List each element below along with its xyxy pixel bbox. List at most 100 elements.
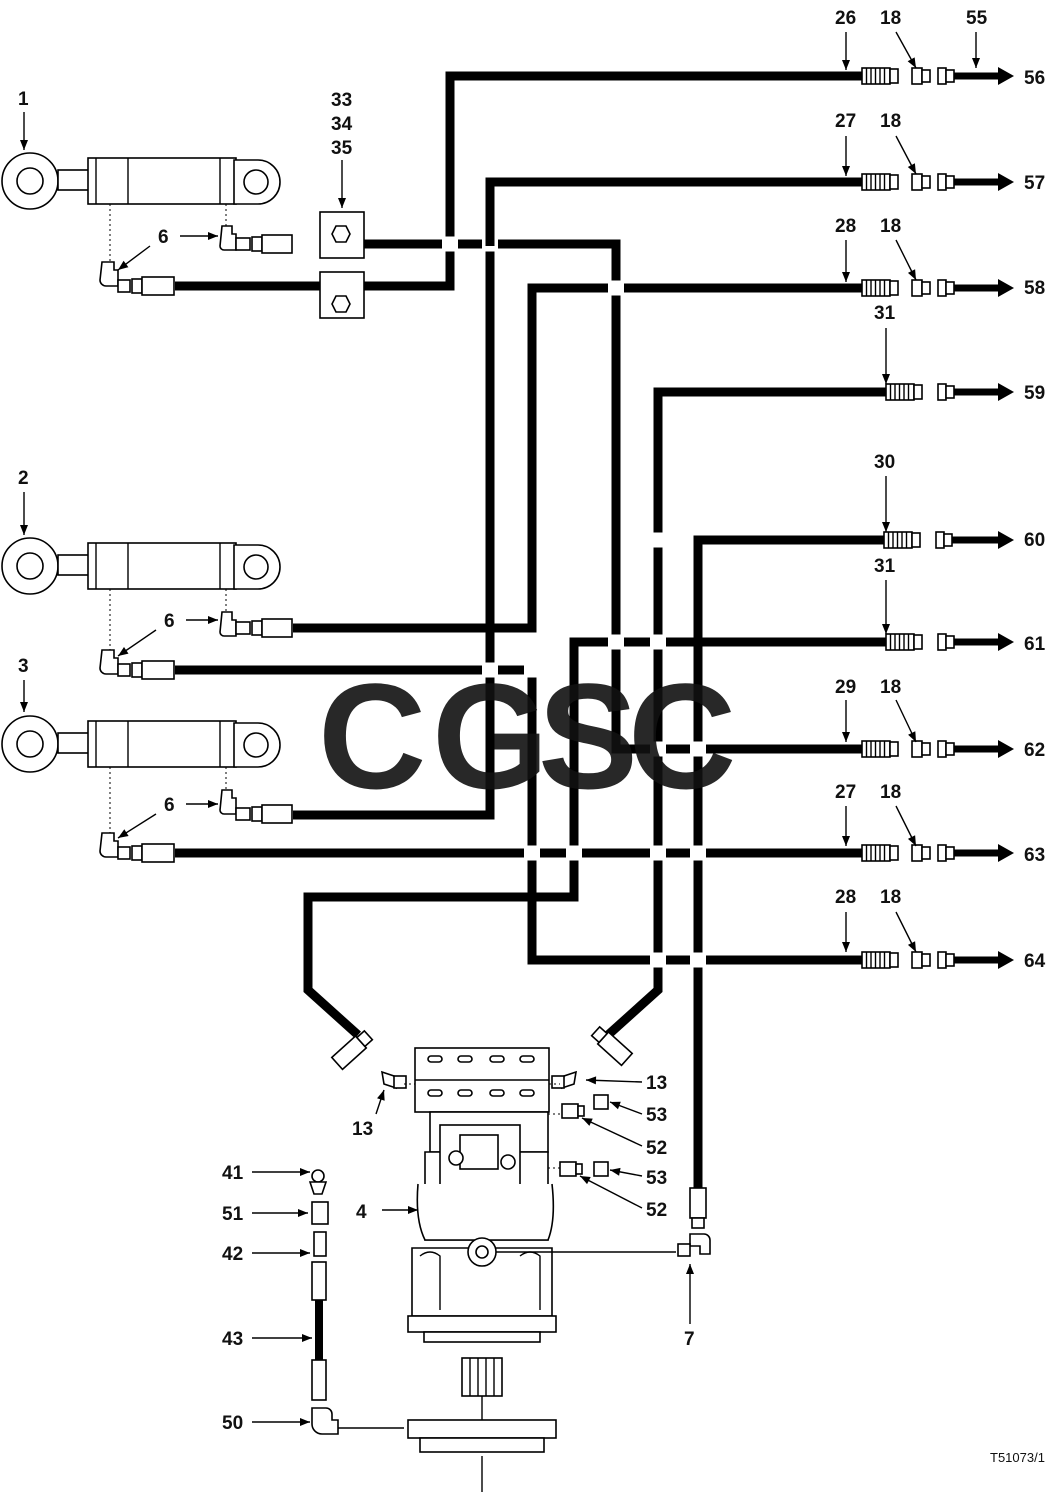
label-33: 33 <box>331 90 352 111</box>
leader-arrow-17 <box>882 328 890 384</box>
leader-arrow-31 <box>579 1175 643 1209</box>
leader-arrow-37 <box>252 1334 312 1342</box>
label-18e: 18 <box>880 782 901 803</box>
watermark-logo: C G S C <box>318 652 736 820</box>
leader-arrow-27 <box>585 1076 643 1085</box>
crossing-gaps <box>442 236 706 968</box>
label-18d: 18 <box>880 677 901 698</box>
label-58: 58 <box>1024 278 1045 299</box>
label-26: 26 <box>835 8 856 29</box>
leader-arrow-20 <box>842 700 850 742</box>
drain-line-parts <box>308 1169 339 1435</box>
label-34: 34 <box>331 114 353 135</box>
label-50: 50 <box>222 1413 243 1434</box>
drawing-code: T51073/1 <box>990 1450 1045 1465</box>
leader-arrow-16 <box>895 239 917 281</box>
label-63: 63 <box>1024 845 1045 866</box>
label-28b: 28 <box>835 887 856 908</box>
hose-to-57 <box>293 177 862 820</box>
label-41: 41 <box>222 1163 244 1184</box>
label-27a: 27 <box>835 111 856 132</box>
end-fitting-row-2 <box>861 173 1014 191</box>
cylinder-3 <box>1 715 281 833</box>
motor-assembly <box>338 1047 676 1492</box>
leader-arrow-38 <box>252 1418 310 1426</box>
leader-arrow-22 <box>842 806 850 846</box>
hose-to-61 <box>303 637 886 1039</box>
leader-arrow-24 <box>842 912 850 952</box>
leader-arrow-36 <box>252 1249 310 1257</box>
label-31b: 31 <box>874 556 896 577</box>
leader-arrow-3 <box>180 232 218 240</box>
end-fitting-row-6 <box>885 633 1014 651</box>
leader-arrow-33 <box>382 1206 418 1214</box>
label-28a: 28 <box>835 216 856 237</box>
label-59: 59 <box>1024 383 1045 404</box>
label-62: 62 <box>1024 740 1045 761</box>
end-fitting-row-7 <box>861 740 1014 758</box>
callout-labels: 1 2 3 4 6 6 6 7 13 13 26 18 55 33 34 35 … <box>18 8 1046 1465</box>
label-18c: 18 <box>880 216 901 237</box>
leader-arrow-25 <box>895 911 917 953</box>
watermark-letter-c2: C <box>628 652 736 820</box>
label-52b: 52 <box>646 1200 667 1221</box>
leader-arrow-1 <box>20 492 28 535</box>
leader-arrow-19 <box>882 580 890 634</box>
label-29: 29 <box>835 677 856 698</box>
leader-arrow-35 <box>252 1209 308 1217</box>
label-42: 42 <box>222 1244 243 1265</box>
leader-arrow-21 <box>895 699 917 743</box>
label-57: 57 <box>1024 173 1045 194</box>
cylinder-1 <box>1 152 281 262</box>
label-53a: 53 <box>646 1105 667 1126</box>
hose-to-60 <box>693 535 884 1190</box>
label-7: 7 <box>684 1329 695 1350</box>
end-fitting-row-9 <box>861 951 1014 969</box>
label-4: 4 <box>356 1202 367 1223</box>
end-fitting-row-5 <box>883 531 1014 549</box>
label-27b: 27 <box>835 782 856 803</box>
label-53b: 53 <box>646 1168 667 1189</box>
leader-arrow-18 <box>882 476 890 532</box>
label-18f: 18 <box>880 887 901 908</box>
watermark-letter-s: S <box>538 652 638 820</box>
end-fitting-row-1 <box>861 67 1014 85</box>
hose-to-56 <box>175 71 862 291</box>
label-51: 51 <box>222 1204 244 1225</box>
leader-arrow-0 <box>20 112 28 150</box>
watermark-letter-c1: C <box>318 652 426 820</box>
leader-arrow-9 <box>842 32 850 70</box>
leader-arrow-11 <box>972 32 980 68</box>
label-56: 56 <box>1024 68 1045 89</box>
leader-arrow-2 <box>20 680 28 712</box>
leader-arrow-14 <box>895 135 917 175</box>
label-1: 1 <box>18 89 29 110</box>
label-2: 2 <box>18 468 29 489</box>
label-61: 61 <box>1024 634 1046 655</box>
leader-arrow-7 <box>186 800 218 808</box>
label-31a: 31 <box>874 303 896 324</box>
label-6b: 6 <box>164 611 175 632</box>
leader-arrows <box>20 31 980 1426</box>
leader-arrow-32 <box>686 1264 694 1324</box>
label-43: 43 <box>222 1329 243 1350</box>
label-35: 35 <box>331 138 353 159</box>
label-18b: 18 <box>880 111 901 132</box>
label-60: 60 <box>1024 530 1045 551</box>
valve-blocks <box>319 211 365 319</box>
leader-arrow-23 <box>895 805 917 847</box>
label-6c: 6 <box>164 795 175 816</box>
cylinder-2 <box>1 537 281 650</box>
motor-fittings <box>330 1025 711 1257</box>
leader-arrow-30 <box>609 1167 643 1177</box>
cylinder-fittings <box>99 225 293 863</box>
label-52a: 52 <box>646 1138 667 1159</box>
label-30: 30 <box>874 452 895 473</box>
label-13a: 13 <box>352 1119 373 1140</box>
end-fitting-row-3 <box>861 279 1014 297</box>
leader-arrow-29 <box>581 1117 643 1147</box>
label-13b: 13 <box>646 1073 667 1094</box>
leader-arrow-10 <box>895 31 917 69</box>
leader-arrow-12 <box>338 160 346 208</box>
